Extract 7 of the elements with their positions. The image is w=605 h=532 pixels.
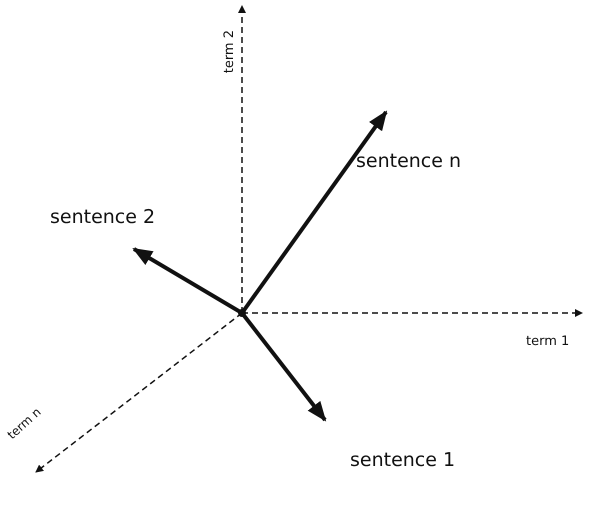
vector-label: sentence 2 bbox=[50, 206, 156, 228]
origin-point bbox=[238, 309, 246, 317]
axis-label: term 2 bbox=[222, 30, 237, 74]
axis-label: term 1 bbox=[526, 334, 570, 349]
vector-label: sentence n bbox=[356, 150, 462, 172]
vector-label: sentence 1 bbox=[350, 449, 456, 471]
vector-arrow bbox=[240, 312, 327, 422]
